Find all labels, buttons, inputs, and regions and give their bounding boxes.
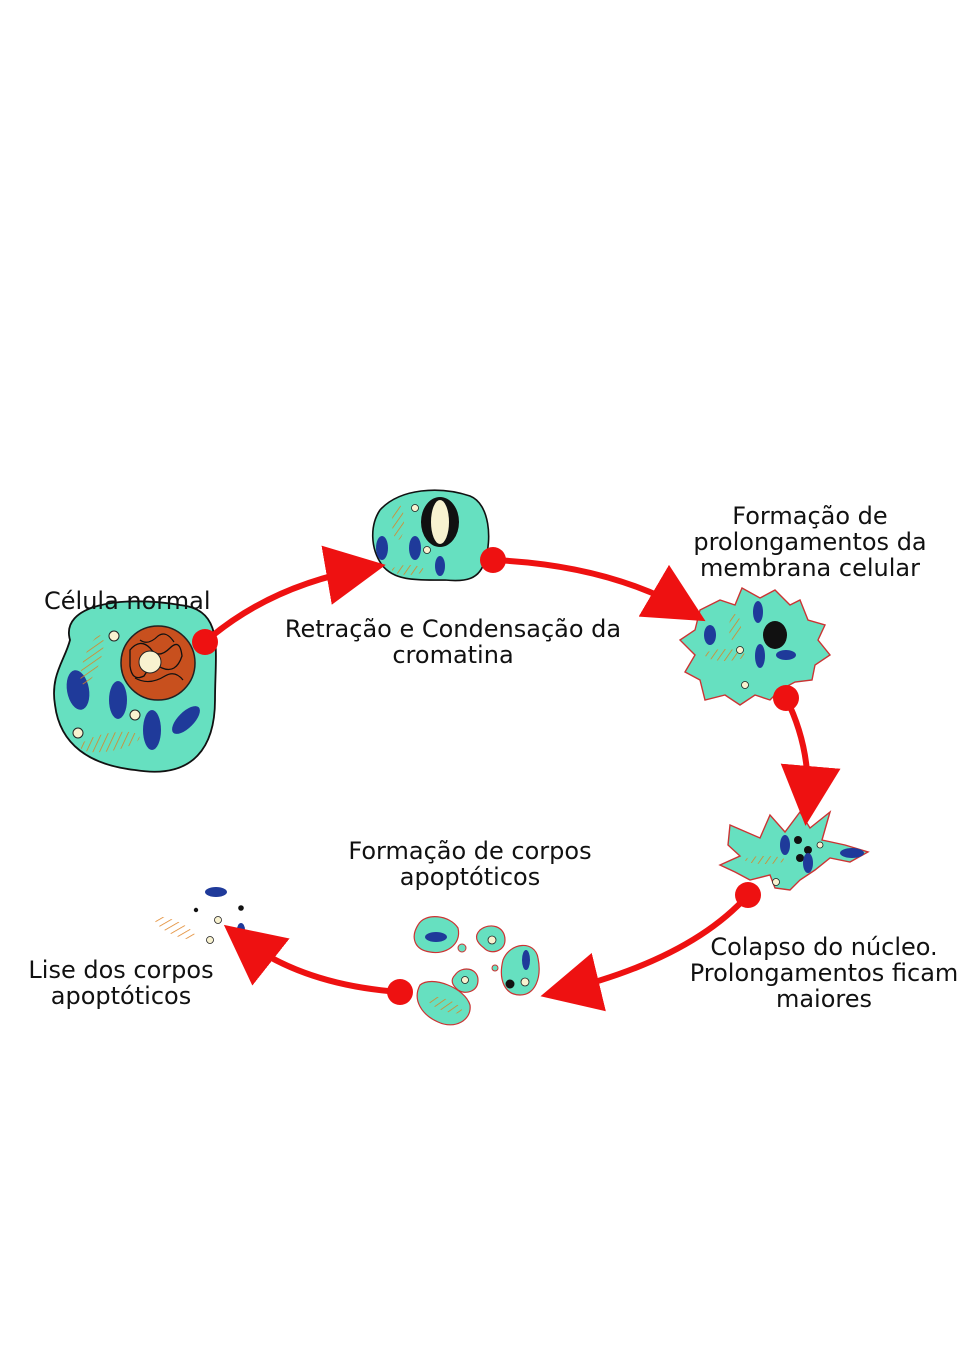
apoptotic-bodies (414, 917, 539, 1025)
vesicle (424, 547, 431, 554)
label-line: Prolongamentos ficam (676, 960, 972, 986)
collapsed-cell (720, 812, 868, 890)
mitochondrion (803, 853, 813, 873)
mitochondrion (840, 848, 864, 858)
label-lysis: Lise dos corpos apoptóticos (14, 957, 228, 1009)
mitochondrion (755, 644, 765, 668)
vesicle (773, 879, 780, 886)
vesicle (737, 647, 744, 654)
lysed-bodies (152, 887, 245, 944)
mitochondrion (435, 556, 445, 576)
golgi (745, 856, 785, 864)
mitochondrion (205, 887, 227, 897)
nuclear-fragment (506, 980, 515, 989)
vesicle (521, 978, 529, 986)
label-line: maiores (676, 986, 972, 1012)
mitochondrion (704, 625, 716, 645)
nuclear-fragment (796, 854, 804, 862)
label-line: prolongamentos da (680, 529, 940, 555)
label-line: apoptóticos (330, 864, 610, 890)
vesicle (488, 936, 496, 944)
label-projections: Formação de prolongamentos da membrana c… (680, 503, 940, 581)
small-fragment (492, 965, 498, 971)
label-line: Formação de corpos (330, 838, 610, 864)
mitochondrion (780, 835, 790, 855)
label-normal-cell: Célula normal (44, 588, 211, 614)
label-retraction: Retração e Condensação da cromatina (268, 616, 638, 668)
small-fragment (458, 944, 466, 952)
mitochondrion (776, 650, 796, 660)
vesicle (109, 631, 119, 641)
nuclear-fragment (804, 846, 812, 854)
vesicle (742, 682, 749, 689)
blebbing-cell (680, 588, 830, 705)
golgi (392, 565, 424, 575)
label-line: Lise dos corpos (14, 957, 228, 983)
label-line: Célula normal (44, 588, 211, 614)
mitochondrion (522, 950, 530, 970)
arrow-projections-to-collapse (773, 685, 808, 808)
vesicle (215, 917, 222, 924)
label-collapse: Colapso do núcleo. Prolongamentos ficam … (676, 934, 972, 1012)
vesicle (73, 728, 83, 738)
label-line: Retração e Condensação da (268, 616, 638, 642)
arrow-retraction-to-projections (480, 547, 690, 612)
mitochondrion (409, 536, 421, 560)
condensed-nucleus (763, 621, 787, 649)
nucleus-cleft (431, 500, 449, 544)
vesicle (817, 842, 823, 848)
vesicle (207, 937, 214, 944)
label-line: cromatina (268, 642, 638, 668)
mitochondrion (376, 536, 388, 560)
golgi (392, 504, 404, 540)
nuclear-fragment (194, 908, 198, 912)
vesicle (130, 710, 140, 720)
nuclear-fragment (794, 836, 802, 844)
normal-cell (54, 601, 216, 771)
mitochondrion (753, 601, 763, 623)
retracted-cell (373, 490, 489, 580)
label-line: membrana celular (680, 555, 940, 581)
mitochondrion (425, 932, 447, 942)
golgi (152, 912, 198, 943)
arrow-bodies-to-lysis (238, 936, 413, 1005)
mitochondrion (109, 681, 127, 719)
vesicle (412, 505, 419, 512)
label-line: apoptóticos (14, 983, 228, 1009)
label-line: Formação de (680, 503, 940, 529)
golgi (729, 614, 741, 642)
label-line: Colapso do núcleo. (676, 934, 972, 960)
label-apoptotic-bodies: Formação de corpos apoptóticos (330, 838, 610, 890)
nuclear-fragment (238, 905, 244, 911)
nucleolus (139, 651, 161, 673)
mitochondrion (143, 710, 161, 750)
vesicle (462, 977, 469, 984)
